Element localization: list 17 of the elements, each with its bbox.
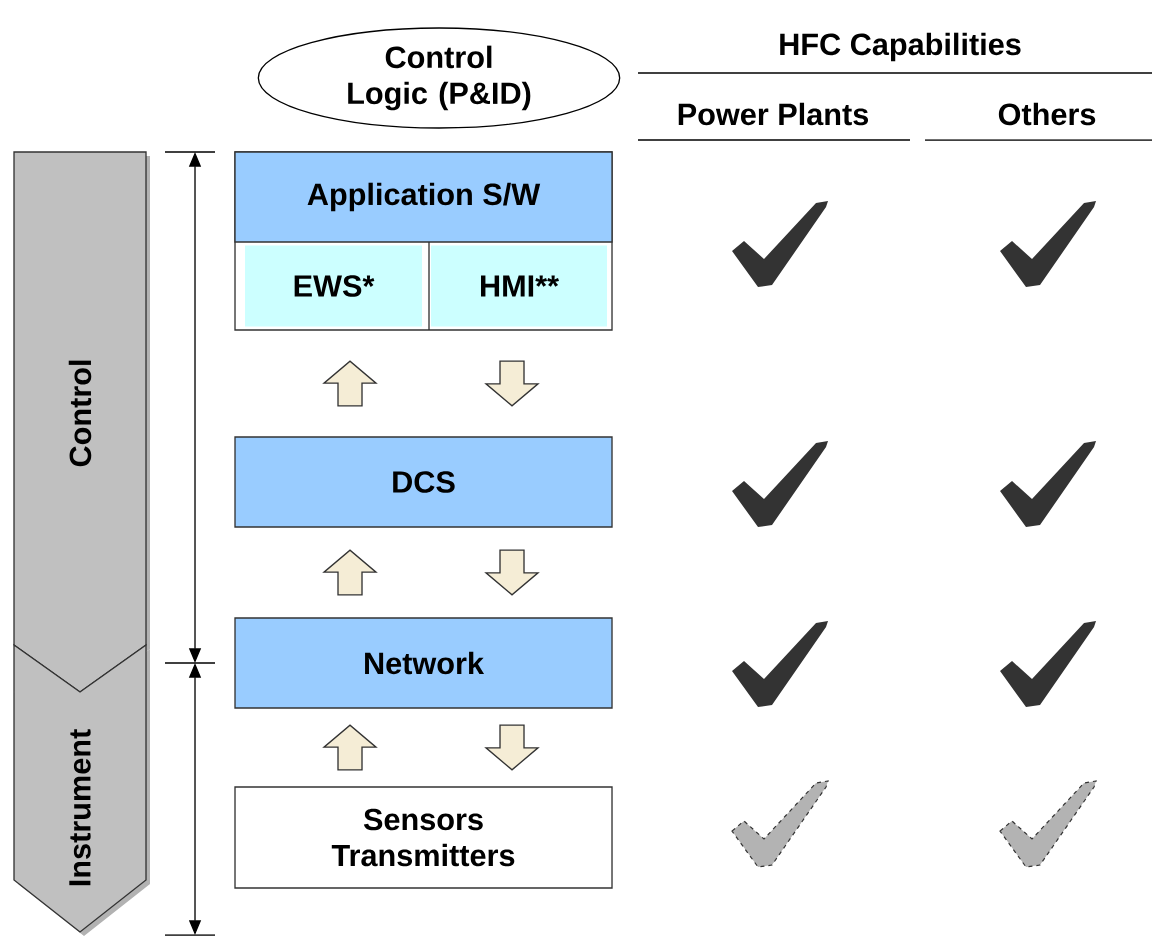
block-arrow [322, 360, 378, 407]
block-arrow [484, 549, 540, 596]
cell: HMI** [431, 245, 607, 327]
cell: EWS* [245, 245, 422, 327]
header-box: Application S/W [234, 151, 613, 243]
chevron-band: Instrument [13, 643, 150, 936]
block-arrow [484, 724, 540, 771]
column-header: HFC Capabilities [780, 32, 1021, 62]
process-box: Sensors Transmitters [234, 786, 613, 889]
column-header: Power Plants [678, 102, 869, 126]
chevron-band: Control [13, 151, 150, 696]
block-arrow [484, 360, 540, 407]
block-arrow [322, 549, 378, 596]
column-header: Others [998, 102, 1096, 126]
process-box: DCS [234, 436, 613, 528]
process-box: Network [234, 617, 613, 709]
block-arrow [322, 724, 378, 771]
